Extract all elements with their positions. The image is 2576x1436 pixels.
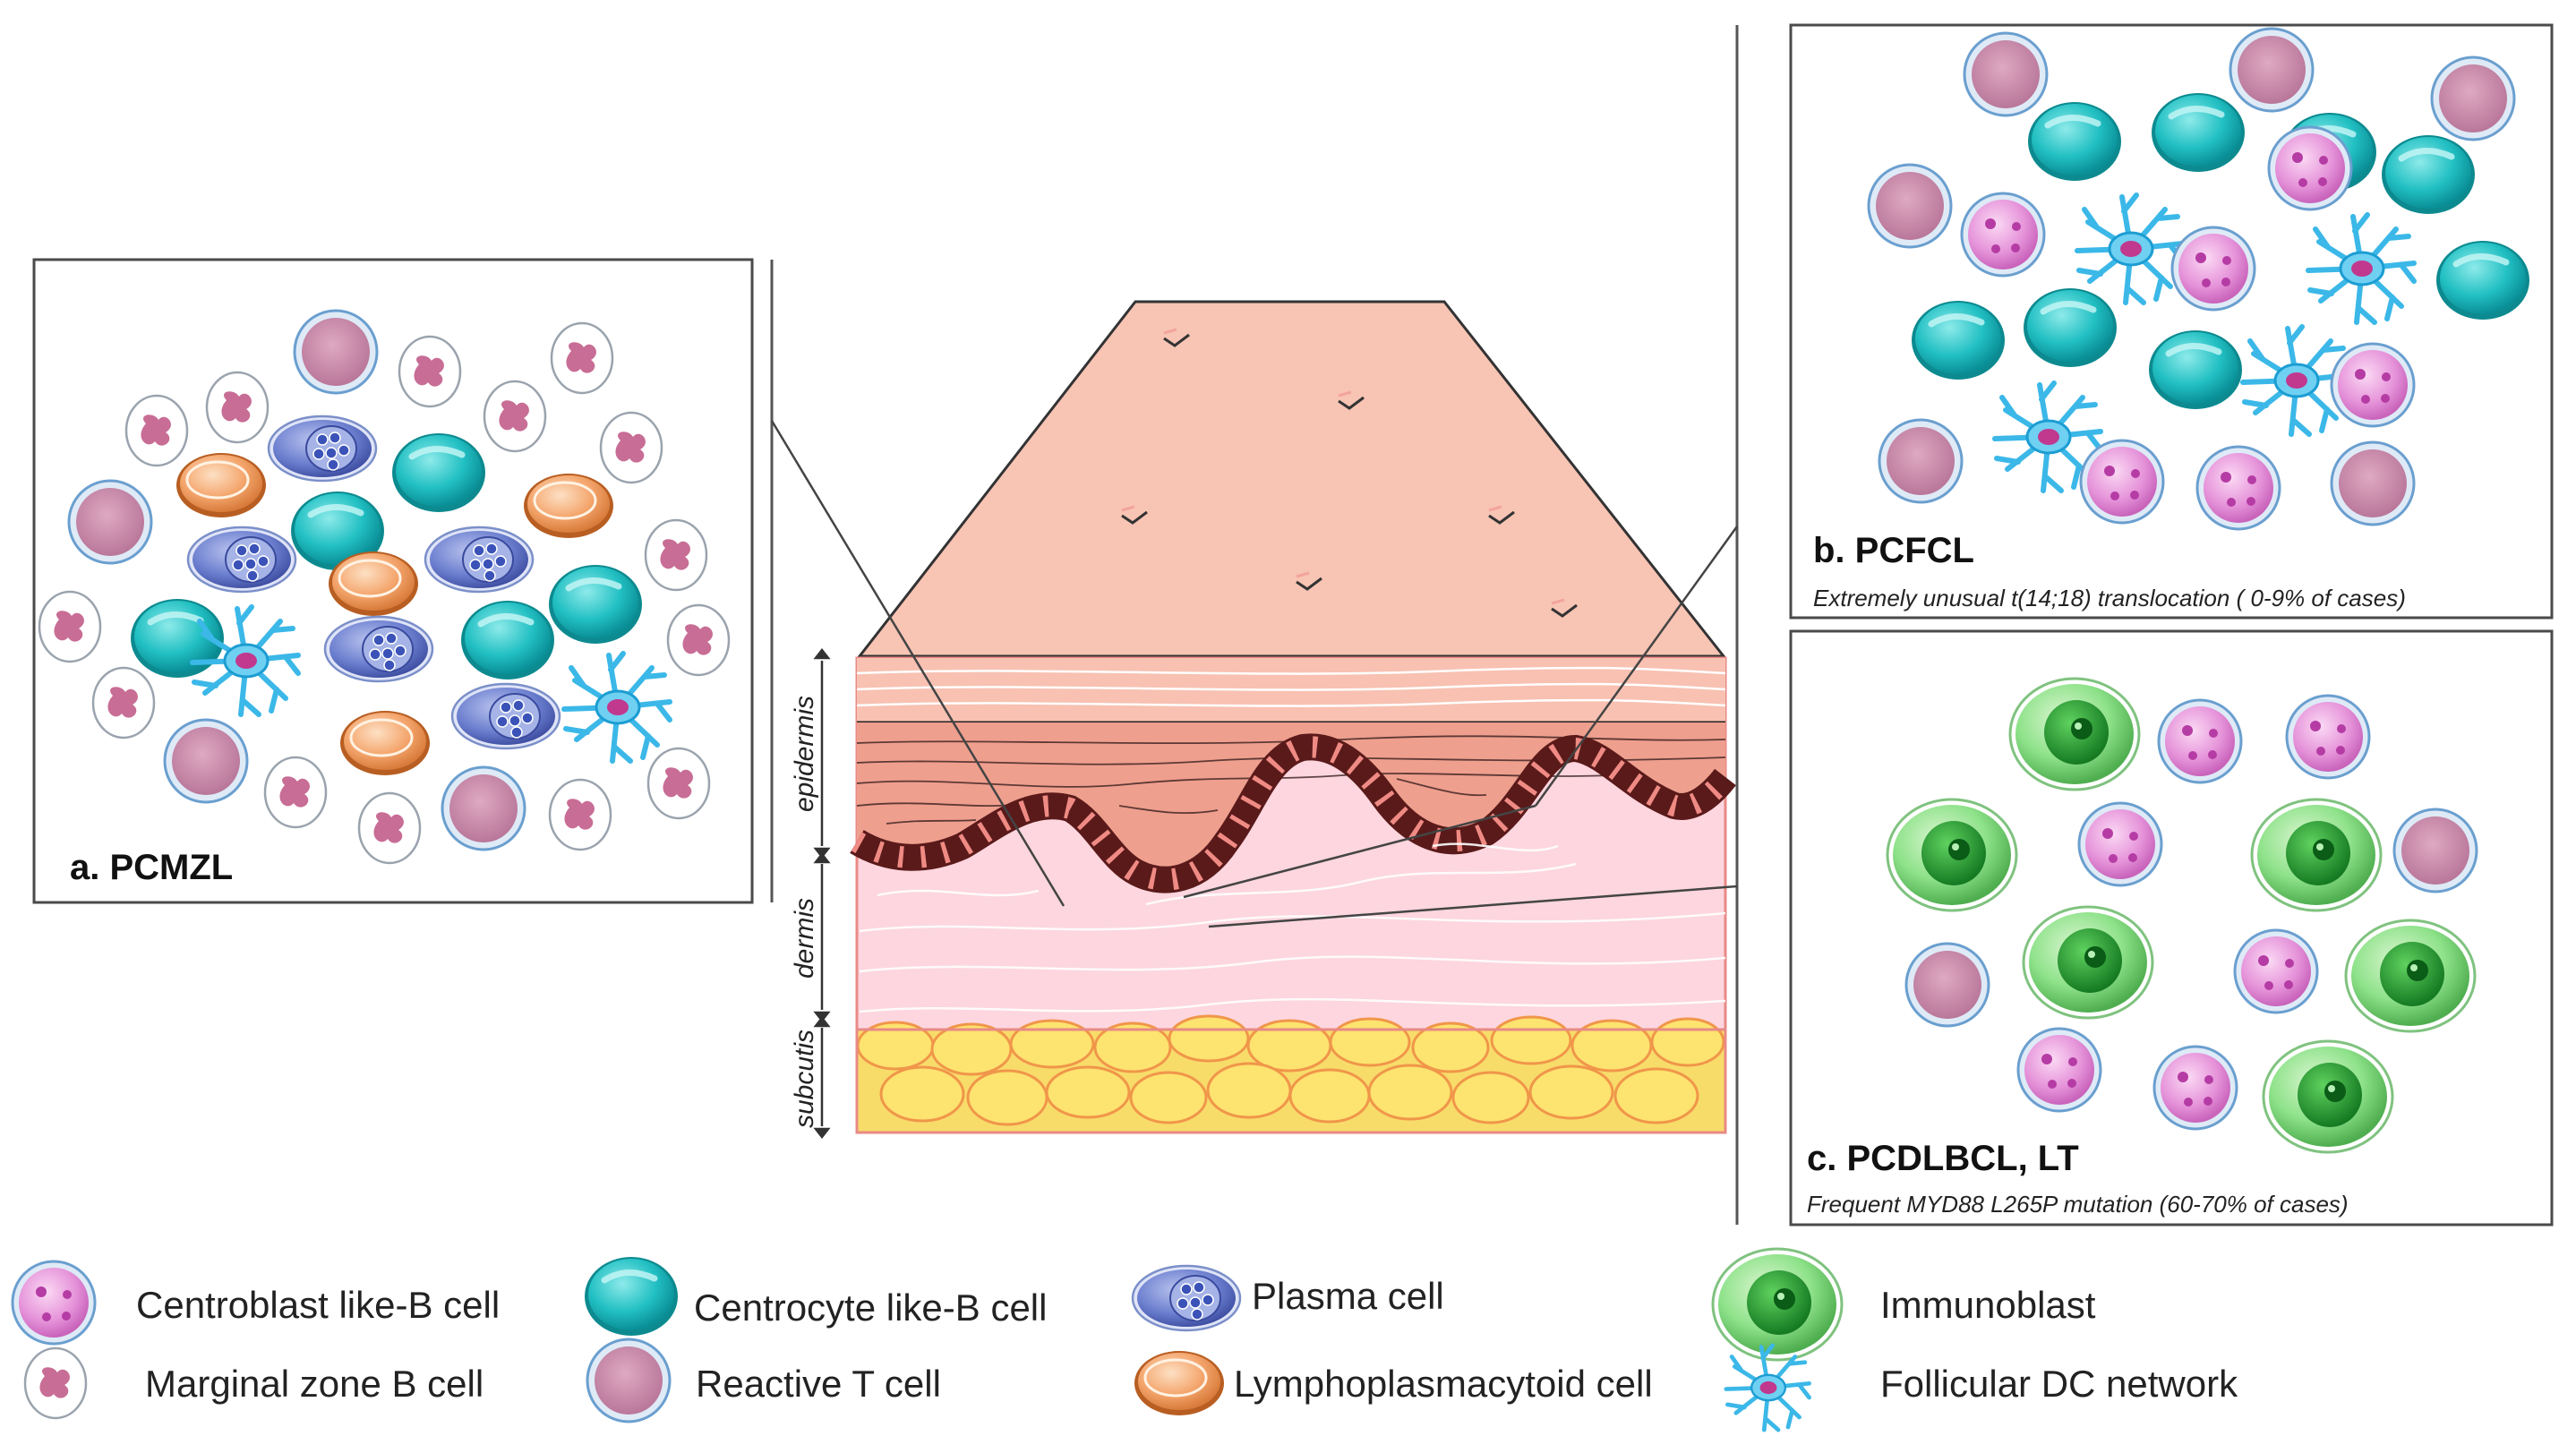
panel-b-title: b. PCFCL [1813, 531, 1974, 570]
centroblast-like-b-cell [2152, 1045, 2238, 1131]
marginal-zone-b-cell [483, 380, 547, 453]
centroblast-like-b-cell [2077, 801, 2163, 887]
marginal-zone-b-cell [91, 666, 156, 739]
marginal-zone-b-cell [398, 335, 462, 408]
legend-centroblast-icon [11, 1260, 97, 1346]
epidermis-label: epidermis [790, 696, 819, 812]
marginal-zone-b-cell [666, 603, 731, 677]
marginal-zone-b-cell [205, 371, 270, 444]
centrocyte-like-b-cell [2436, 241, 2529, 320]
reactive-t-cell [1867, 163, 1953, 249]
reactive-t-cell [2229, 27, 2315, 113]
reactive-t-cell [2430, 56, 2516, 141]
reactive-t-cell [441, 765, 526, 851]
centroblast-like-b-cell [2170, 226, 2256, 312]
centroblast-like-b-cell [2079, 439, 2165, 525]
legend-marginal-label: Marginal zone B cell [145, 1363, 484, 1405]
layer-axis [813, 647, 831, 1140]
centrocyte-like-b-cell [2382, 135, 2475, 214]
immunoblast [2344, 919, 2477, 1033]
legend-reactive-t-icon [586, 1338, 672, 1423]
marginal-zone-b-cell [263, 756, 328, 829]
legend-centrocyte-label: Centrocyte like-B cell [694, 1286, 1047, 1329]
immunoblast [2262, 1039, 2394, 1154]
fat-lobules [856, 1014, 1725, 1126]
centroblast-like-b-cell [2267, 125, 2353, 211]
skin-section: epidermis dermis subcutis [770, 300, 1739, 1140]
centroblast-like-b-cell [2016, 1027, 2102, 1113]
reactive-t-cell [293, 309, 379, 395]
plasma-cell [267, 415, 378, 483]
centrocyte-like-b-cell [2028, 102, 2121, 181]
plasma-cell [450, 682, 561, 750]
marginal-zone-b-cell [124, 394, 189, 467]
legend-plasma-label: Plasma cell [1252, 1275, 1444, 1317]
reactive-t-cell [2392, 808, 2478, 893]
panel-b-note: Extremely unusual t(14;18) translocation… [1813, 585, 2406, 611]
panel-c-title: c. PCDLBCL, LT [1807, 1139, 2079, 1178]
lymphoplasmacytoid-cell [175, 451, 268, 519]
centroblast-like-b-cell [2157, 698, 2243, 784]
lymphoplasmacytoid-cell [338, 709, 432, 777]
legend-fdc-label: Follicular DC network [1880, 1363, 2238, 1405]
lymphoplasmacytoid-cell [327, 550, 420, 618]
panel-a: a. PCMZL [32, 258, 754, 904]
panel-a-title: a. PCMZL [70, 848, 233, 887]
centroblast-like-b-cell [2330, 342, 2416, 428]
legend-immunoblast-label: Immunoblast [1880, 1284, 2096, 1326]
immunoblast [1886, 798, 2018, 912]
reactive-t-cell [67, 479, 153, 565]
legend-lymphoplasmacytoid-icon [1133, 1349, 1226, 1417]
reactive-t-cell [1963, 31, 2049, 117]
lymphoplasmacytoid-cell [522, 472, 615, 540]
immunoblast [2250, 798, 2383, 912]
centroblast-like-b-cell [2195, 445, 2281, 531]
immunoblast [2008, 677, 2141, 791]
dermis-label: dermis [790, 898, 819, 979]
legend-lymphoplasmacytoid-label: Lymphoplasmacytoid cell [1234, 1363, 1653, 1405]
legend-centrocyte-icon [585, 1257, 678, 1336]
panel-c: c. PCDLBCL, LT Frequent MYD88 L265P muta… [1789, 629, 2554, 1227]
centrocyte-like-b-cell [1912, 301, 2005, 380]
panel-b: b. PCFCL Extremely unusual t(14;18) tran… [1789, 23, 2554, 620]
centroblast-like-b-cell [2233, 928, 2319, 1014]
reactive-t-cell [1904, 942, 1990, 1028]
skin-surface-magnified [856, 300, 1727, 658]
legend-plasma-icon [1131, 1264, 1242, 1332]
epidermis-layer [857, 722, 1725, 880]
centrocyte-like-b-cell [549, 565, 642, 644]
centroblast-like-b-cell [2285, 694, 2371, 780]
centrocyte-like-b-cell [392, 433, 485, 512]
marginal-zone-b-cell [550, 321, 614, 395]
legend-immunoblast-icon [1711, 1247, 1844, 1362]
centrocyte-like-b-cell [2024, 288, 2117, 367]
marginal-zone-b-cell [38, 590, 102, 663]
legend-marginal-icon [23, 1346, 88, 1420]
marginal-zone-b-cell [357, 791, 422, 865]
legend: Centroblast like-B cell Centrocyte like-… [11, 1247, 2238, 1430]
centrocyte-like-b-cell [2149, 330, 2242, 409]
connector-lines [770, 420, 1739, 928]
centrocyte-like-b-cell [2152, 93, 2245, 172]
basal-layer-border [850, 733, 1736, 893]
skin-surface-marks [1121, 333, 1578, 618]
reactive-t-cell [2330, 440, 2416, 526]
legend-centroblast-label: Centroblast like-B cell [136, 1284, 500, 1326]
centroblast-like-b-cell [1960, 192, 2046, 278]
reactive-t-cell [1878, 418, 1964, 504]
plasma-cell [186, 526, 297, 594]
marginal-zone-b-cell [599, 411, 663, 484]
plasma-cell [323, 615, 434, 683]
plasma-cell [424, 526, 535, 594]
immunoblast [2022, 905, 2154, 1020]
legend-reactive-t-label: Reactive T cell [696, 1363, 941, 1405]
panel-c-note: Frequent MYD88 L265P mutation (60-70% of… [1807, 1191, 2349, 1218]
marginal-zone-b-cell [644, 518, 708, 592]
marginal-zone-b-cell [646, 747, 711, 820]
subcutis-label: subcutis [790, 1030, 819, 1128]
reactive-t-cell [163, 718, 249, 804]
marginal-zone-b-cell [548, 778, 612, 851]
centrocyte-like-b-cell [461, 601, 554, 680]
